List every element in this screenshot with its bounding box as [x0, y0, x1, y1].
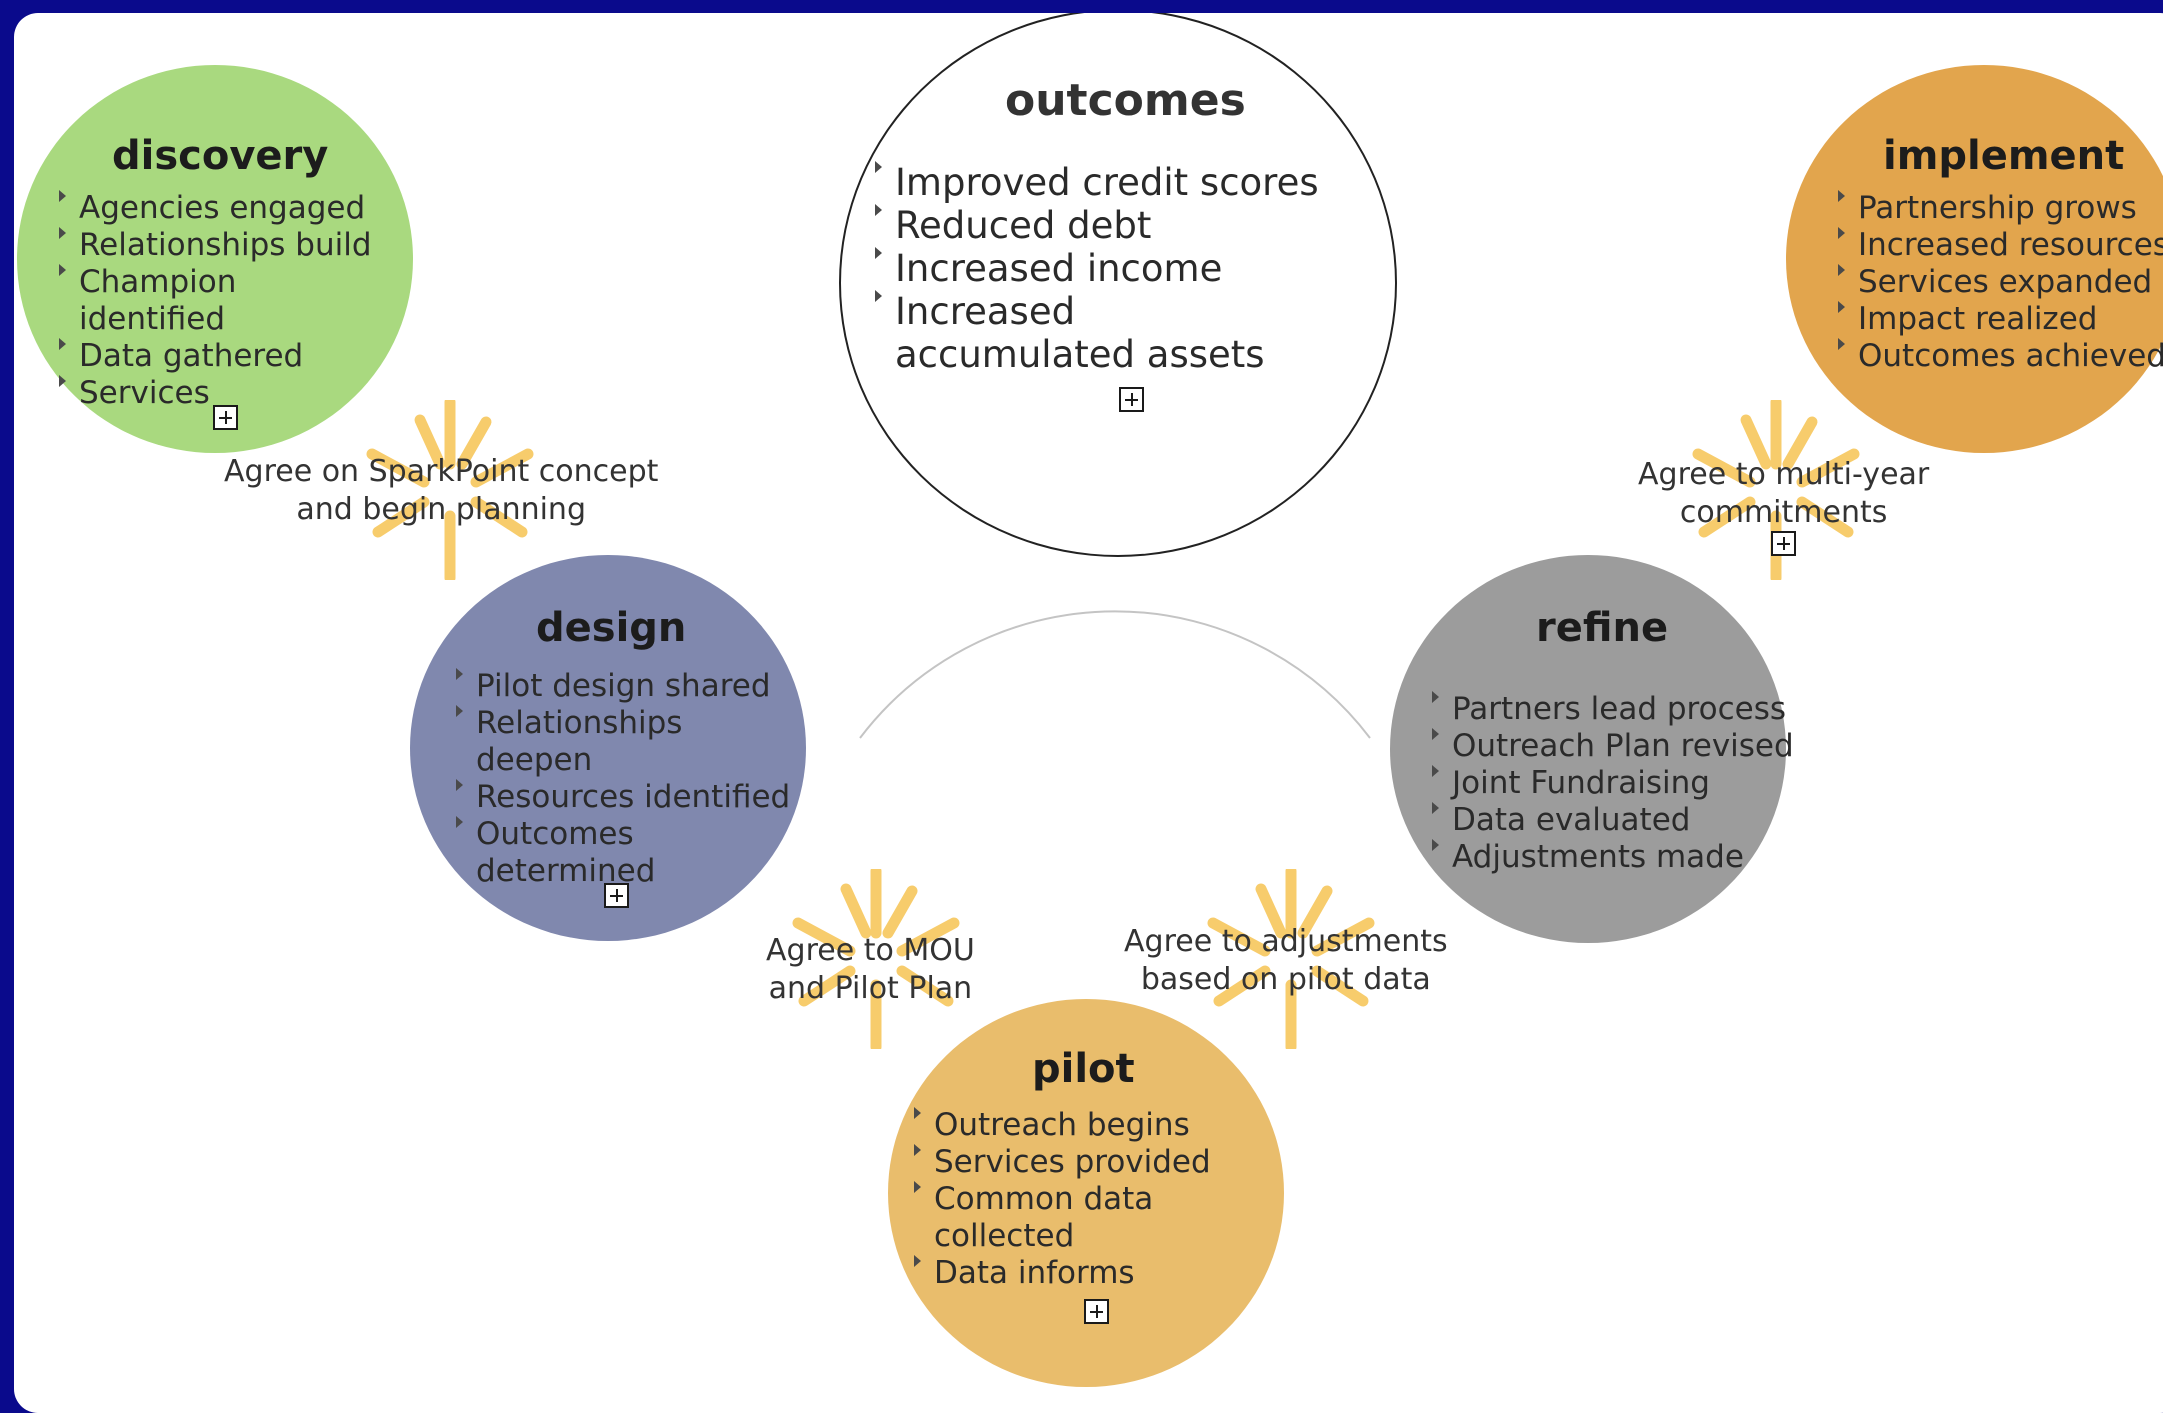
outcomes-node: outcomes Improved credit scores Reduced …	[839, 13, 1397, 557]
diagram-canvas: discovery Agencies engaged Relationships…	[14, 13, 2163, 1413]
discovery-node: discovery Agencies engaged Relationships…	[17, 65, 413, 453]
list-item: Services provided	[912, 1144, 1211, 1181]
outcomes-items: Improved credit scores Reduced debt Incr…	[873, 161, 1319, 376]
list-item: Impact realized	[1836, 301, 2163, 338]
discovery-items: Agencies engaged Relationships build Cha…	[57, 190, 372, 412]
agreement-label-sparkpoint: Agree on SparkPoint concept and begin pl…	[224, 454, 659, 527]
list-item: Increased resources	[1836, 227, 2163, 264]
implement-node: implement Partnership grows Increased re…	[1786, 65, 2163, 453]
implement-title: implement	[1883, 133, 2125, 179]
list-item: Services expanded	[1836, 264, 2163, 301]
list-item: Improved credit scores	[873, 161, 1319, 204]
list-item: Adjustments made	[1430, 839, 1794, 876]
list-item: Champion identified	[57, 264, 239, 338]
design-node: design Pilot design shared Relationships…	[410, 555, 806, 941]
list-item: Partners lead process	[1430, 691, 1794, 728]
refine-items: Partners lead process Outreach Plan revi…	[1430, 691, 1794, 876]
list-item: Pilot design shared	[454, 668, 790, 705]
list-item: Increased accumulated assets	[873, 290, 1315, 376]
discovery-title: discovery	[112, 133, 329, 179]
expand-box-icon[interactable]	[604, 883, 629, 908]
implement-items: Partnership grows Increased resources Se…	[1836, 190, 2163, 375]
list-item: Reduced debt	[873, 204, 1319, 247]
list-item: Data informs	[912, 1255, 1211, 1292]
list-item: Services	[57, 375, 372, 412]
list-item: Agencies engaged	[57, 190, 372, 227]
list-item: Outcomes determined	[454, 816, 676, 890]
list-item: Data evaluated	[1430, 802, 1794, 839]
design-title: design	[536, 605, 687, 651]
burst-icon	[366, 400, 534, 580]
list-item: Resources identified	[454, 779, 790, 816]
refine-title: refine	[1536, 605, 1669, 651]
expand-box-icon[interactable]	[1119, 387, 1144, 412]
pilot-title: pilot	[1032, 1046, 1135, 1092]
list-item: Common data collected	[912, 1181, 1164, 1255]
agreement-label-multi-year: Agree to multi-year commitments	[1638, 457, 1930, 530]
pilot-node: pilot Outreach begins Services provided …	[888, 999, 1284, 1387]
agreement-label-mou: Agree to MOU and Pilot Plan	[766, 933, 975, 1006]
list-item: Joint Fundraising	[1430, 765, 1794, 802]
burst-icon	[1207, 869, 1375, 1049]
refine-node: refine Partners lead process Outreach Pl…	[1390, 555, 1794, 943]
agreement-label-adjustments: Agree to adjustments based on pilot data	[1124, 924, 1448, 997]
expand-box-icon[interactable]	[1084, 1299, 1109, 1324]
list-item: Partnership grows	[1836, 190, 2163, 227]
list-item: Relationships build	[57, 227, 372, 264]
list-item: Data gathered	[57, 338, 372, 375]
pilot-items: Outreach begins Services provided Common…	[912, 1107, 1211, 1292]
expand-box-icon[interactable]	[1771, 531, 1796, 556]
outcomes-title: outcomes	[1005, 75, 1246, 126]
list-item: Outcomes achieved	[1836, 338, 2163, 375]
list-item: Outreach begins	[912, 1107, 1211, 1144]
list-item: Relationships deepen	[454, 705, 686, 779]
list-item: Outreach Plan revised	[1430, 728, 1794, 765]
design-items: Pilot design shared Relationships deepen…	[454, 668, 790, 890]
expand-box-icon[interactable]	[213, 405, 238, 430]
burst-icon	[792, 869, 960, 1049]
list-item: Increased income	[873, 247, 1319, 290]
